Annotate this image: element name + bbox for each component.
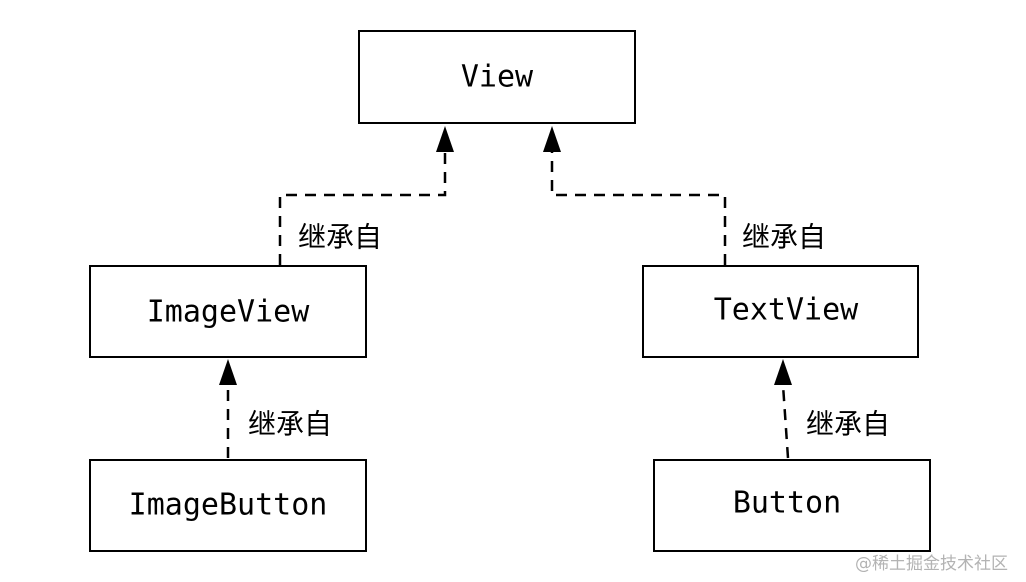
node-view: View <box>358 30 636 124</box>
edge-textview-to-view: 继承自 <box>543 126 826 265</box>
node-box <box>89 459 367 552</box>
arrow-head <box>774 359 792 385</box>
watermark: @稀土掘金技术社区 <box>855 554 1008 574</box>
edge-label: 继承自 <box>298 221 382 254</box>
node-box <box>642 265 919 358</box>
edge-label: 继承自 <box>248 408 332 441</box>
node-label: Button <box>733 486 841 521</box>
edge-imagebutton-to-imageview: 继承自 <box>219 359 332 458</box>
arrow-head <box>436 126 454 152</box>
edge-line <box>781 384 790 459</box>
edge-label: 继承自 <box>742 221 826 254</box>
node-box <box>653 459 931 552</box>
arrow-head <box>543 126 561 152</box>
node-box <box>358 30 636 124</box>
node-label: View <box>461 60 534 95</box>
node-button: Button <box>653 459 931 552</box>
node-label: ImageView <box>147 295 310 330</box>
node-textview: TextView <box>642 265 919 358</box>
edge-label: 继承自 <box>806 408 890 441</box>
node-label: TextView <box>714 293 859 328</box>
arrow-head <box>219 359 237 385</box>
node-label: ImageButton <box>129 488 328 523</box>
edge-button-to-textview: 继承自 <box>774 359 890 459</box>
node-imageview: ImageView <box>89 265 367 358</box>
edge-line <box>550 152 727 265</box>
node-box <box>89 265 367 358</box>
edge-imageview-to-view: 继承自 <box>278 126 454 265</box>
node-imagebutton: ImageButton <box>89 459 367 552</box>
edge-line <box>278 152 447 265</box>
